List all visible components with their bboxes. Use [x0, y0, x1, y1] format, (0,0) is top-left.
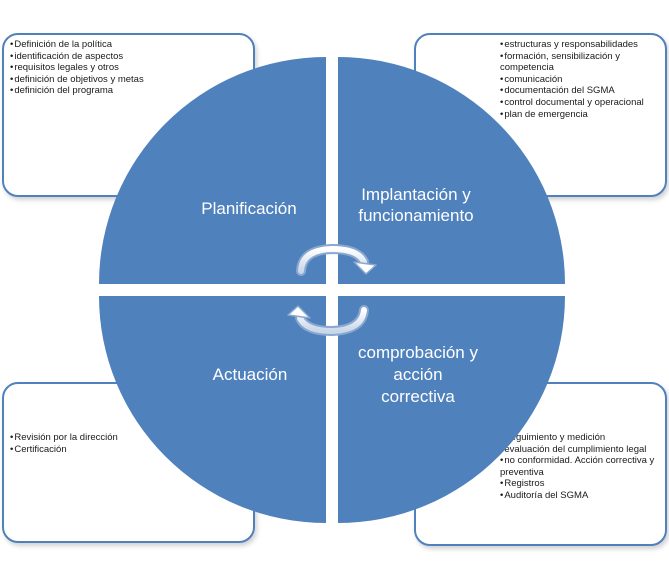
list-item: Revisión por la dirección — [10, 432, 253, 444]
quadrant-implementation — [338, 57, 565, 284]
list-item: documentación del SGMA — [500, 85, 665, 97]
list-item: comunicación — [500, 74, 665, 86]
list-item: Certificación — [10, 444, 253, 456]
quadrant-label-implementation: funcionamiento — [358, 206, 473, 225]
quadrant-planning — [99, 57, 326, 284]
quadrant-verification — [338, 296, 565, 523]
quadrant-label-verification: acción — [393, 365, 442, 384]
quadrant-label-verification: correctiva — [381, 387, 455, 406]
list-item: identificación de aspectos — [10, 51, 253, 63]
list-item: definición de objetivos y metas — [10, 74, 253, 86]
list-item: Seguimiento y medición — [500, 432, 665, 444]
quadrant-label-action: Actuación — [213, 365, 288, 384]
quadrant-label-planning: Planificación — [201, 199, 296, 218]
list-item: definición del programa — [10, 85, 253, 97]
quadrant-label-verification: comprobación y — [358, 343, 479, 362]
list-item: Definición de la política — [10, 39, 253, 51]
list-item: control documental y operacional — [500, 97, 665, 109]
list-item: formación, sensibilización y competencia — [500, 51, 660, 74]
list-item: no conformidad. Acción correctiva y prev… — [500, 455, 660, 478]
list-item: Auditoría del SGMA — [500, 490, 665, 502]
quadrant-action — [99, 296, 326, 523]
list-item: plan de emergencia — [500, 109, 665, 121]
list-item: evaluación del cumplimiento legal — [500, 444, 665, 456]
list-item: requisitos legales y otros — [10, 62, 253, 74]
quadrant-label-implementation: Implantación y — [361, 185, 471, 204]
list-item: estructuras y responsabilidades — [500, 39, 665, 51]
list-item: Registros — [500, 478, 665, 490]
circular-arrows-icon — [287, 243, 377, 337]
